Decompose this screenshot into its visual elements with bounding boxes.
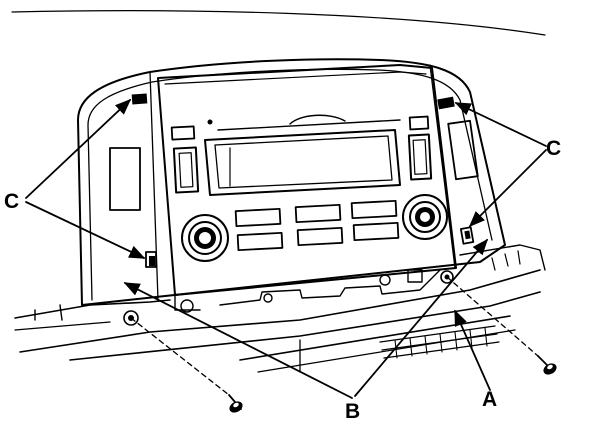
screw-path-right — [446, 276, 539, 357]
callout-c-right: C — [546, 137, 561, 160]
center-panel-bezel — [77, 58, 506, 306]
dashboard-lower-panel — [14, 244, 546, 373]
clip-top-right — [437, 96, 455, 110]
right-tall-button — [407, 133, 433, 181]
eject-button — [170, 125, 196, 141]
lower-vent — [379, 325, 500, 359]
left-knob — [181, 214, 229, 262]
cd-slot — [217, 119, 401, 131]
clip-top-left — [131, 93, 148, 105]
dashboard-top-line — [11, 10, 546, 36]
left-tall-button — [172, 146, 200, 194]
screw-right — [537, 355, 557, 375]
leader-a — [454, 309, 491, 391]
screw-left — [228, 394, 243, 413]
clip-bottom-left — [145, 251, 157, 268]
callout-c-left: C — [4, 190, 19, 213]
display-window — [204, 129, 401, 196]
leader-b — [123, 238, 489, 399]
leader-c-right — [454, 102, 547, 228]
clip-right-vent — [447, 119, 479, 181]
callout-b: B — [345, 400, 360, 423]
callout-a: A — [482, 388, 497, 411]
leader-c-left — [25, 98, 146, 259]
preset-buttons — [234, 199, 400, 252]
screw-path-left — [130, 317, 230, 396]
clip-bottom-right — [459, 226, 475, 245]
audio-unit — [157, 64, 457, 313]
right-knob — [402, 194, 448, 240]
